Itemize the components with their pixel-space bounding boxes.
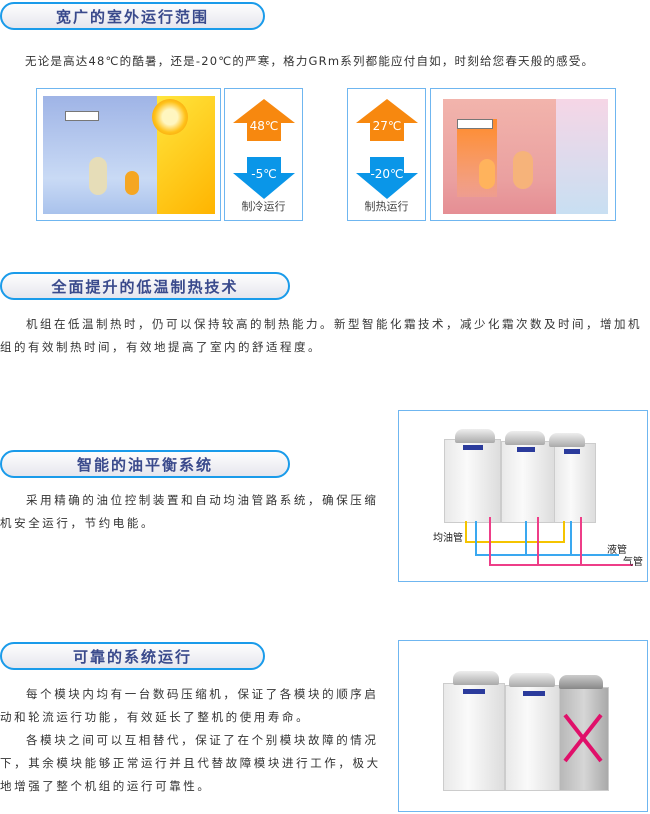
heating-scene-image bbox=[430, 88, 616, 221]
cooling-scene-image bbox=[36, 88, 221, 221]
arrow-down-icon: -5℃ bbox=[233, 157, 295, 199]
oil-pipe bbox=[465, 521, 565, 543]
section-title-outdoor-range: 宽广的室外运行范围 bbox=[0, 2, 265, 30]
oil-balance-text: 采用精确的油位控制装置和自动均油管路系统，确保压缩机安全运行，节约电能。 bbox=[0, 493, 379, 530]
reliable-operation-text-1: 每个模块内均有一台数码压缩机，保证了各模块的顺序启动和轮流运行功能，有效延长了整… bbox=[0, 687, 379, 724]
cooling-high-temp: 48℃ bbox=[249, 119, 279, 133]
arrow-down-icon: -20℃ bbox=[356, 157, 418, 199]
outdoor-unit bbox=[505, 685, 561, 791]
fan-icon bbox=[455, 429, 495, 443]
liquid-pipe-label: 液管 bbox=[607, 545, 627, 556]
gas-pipe bbox=[489, 517, 633, 566]
outdoor-unit bbox=[443, 683, 505, 791]
outdoor-unit bbox=[554, 443, 596, 523]
arrow-up-icon: 27℃ bbox=[356, 99, 418, 141]
section-title-oil-balance: 智能的油平衡系统 bbox=[0, 450, 290, 478]
oil-pipe-label: 均油管 bbox=[433, 533, 463, 544]
fault-cross-icon bbox=[563, 713, 603, 763]
arrow-up-icon: 48℃ bbox=[233, 99, 295, 141]
outdoor-unit bbox=[444, 439, 501, 523]
outdoor-unit bbox=[501, 441, 555, 523]
oil-balance-diagram: 均油管 液管 气管 bbox=[398, 410, 648, 582]
section-title-low-temp-heating: 全面提升的低温制热技术 bbox=[0, 272, 290, 300]
heating-label: 制热运行 bbox=[364, 200, 409, 213]
heating-low-temp: -20℃ bbox=[370, 167, 404, 181]
heating-range-panel: 27℃ -20℃ 制热运行 bbox=[347, 88, 426, 221]
gas-pipe-label: 气管 bbox=[623, 557, 643, 568]
cooling-label: 制冷运行 bbox=[241, 200, 286, 213]
low-temp-heating-text: 机组在低温制热时，仍可以保持较高的制热能力。新型智能化霜技术，减少化霜次数及时间… bbox=[0, 317, 642, 354]
cooling-low-temp: -5℃ bbox=[251, 167, 277, 181]
section-title-reliable-operation: 可靠的系统运行 bbox=[0, 642, 265, 670]
outdoor-range-text: 无论是高达48℃的酷暑，还是-20℃的严寒，格力GRm系列都能应付自如，时刻给您… bbox=[25, 54, 595, 68]
liquid-pipe bbox=[475, 521, 619, 556]
heating-high-temp: 27℃ bbox=[372, 119, 402, 133]
cooling-range-panel: 48℃ -5℃ 制冷运行 bbox=[224, 88, 303, 221]
reliable-operation-text-2: 各模块之间可以互相替代，保证了在个别模块故障的情况下，其余模块能够正常运行并且代… bbox=[0, 733, 381, 793]
module-redundancy-image bbox=[398, 640, 648, 812]
